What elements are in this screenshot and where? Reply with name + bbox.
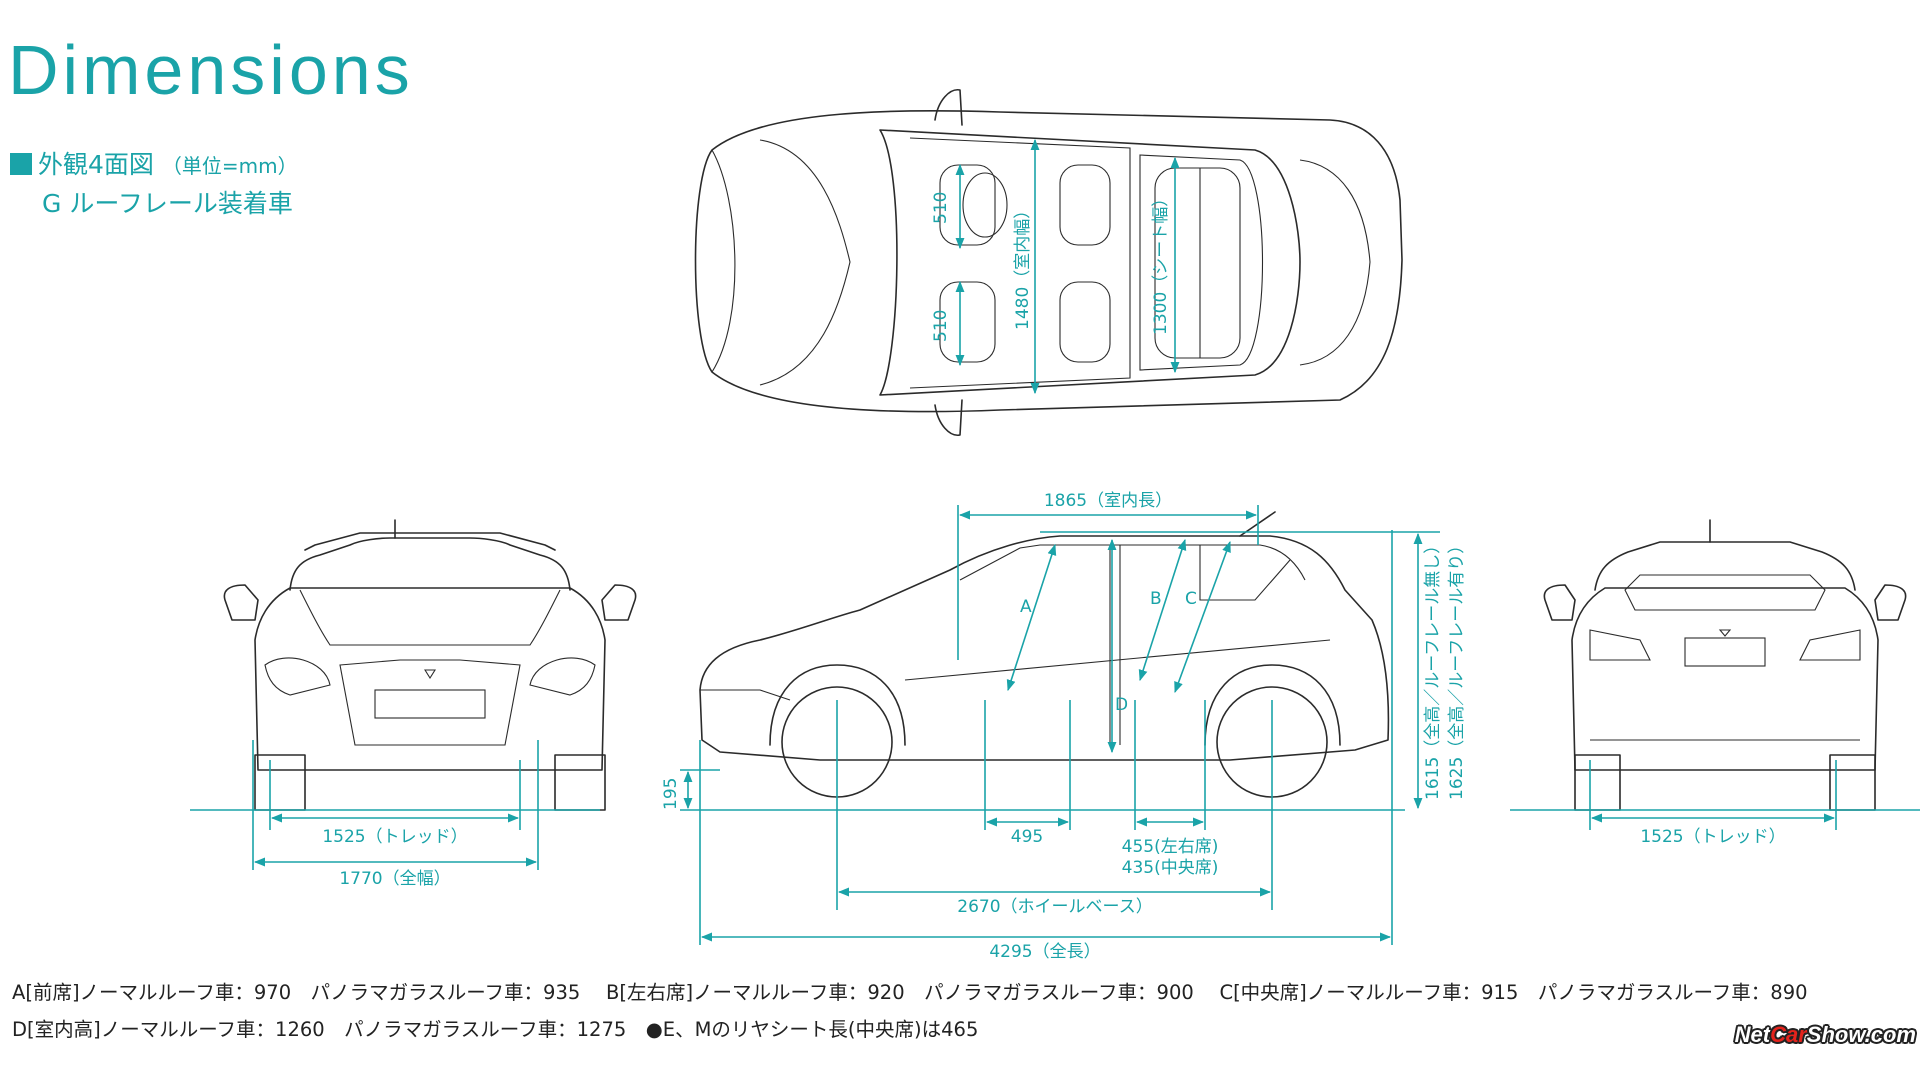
dim-front-seat-width-1: 510	[931, 192, 951, 224]
subtitle-line-1: 外観4面図 （単位=mm）	[10, 146, 298, 185]
watermark-logo: NetCarShow.com	[1734, 1022, 1916, 1047]
top-view-car	[694, 89, 1403, 436]
dim-seat-width: 1300（シート幅）	[1151, 190, 1171, 335]
top-view-dimensions: 510 510 1480（室内幅） 1300（シート幅）	[931, 138, 1180, 395]
dim-rear-seat-1: 455(左右席)	[1122, 837, 1219, 857]
dim-overall-width: 1770（全幅）	[339, 869, 450, 889]
page-title: Dimensions	[8, 31, 414, 109]
dim-rear-seat-2: 435(中央席)	[1122, 858, 1219, 878]
label-b: B	[1150, 589, 1162, 609]
dim-front-seat: 495	[1011, 827, 1043, 847]
subtitle: 外観4面図 （単位=mm） G ルーフレール装着車	[10, 146, 298, 223]
square-bullet-icon	[10, 153, 32, 175]
dim-ground-clearance: 195	[661, 778, 681, 810]
dim-rear-tread: 1525（トレッド）	[1640, 827, 1785, 847]
dim-front-tread: 1525（トレッド）	[322, 827, 467, 847]
label-a: A	[1020, 597, 1032, 617]
subtitle-unit: （単位=mm）	[161, 154, 298, 178]
subtitle-main: 外観4面図	[38, 150, 154, 179]
rear-view-car	[1543, 519, 1907, 811]
front-view-car	[223, 519, 637, 811]
side-view-car	[699, 511, 1390, 798]
dim-cabin-width: 1480（室内幅）	[1013, 202, 1033, 330]
label-d: D	[1115, 695, 1128, 715]
dim-cabin-length: 1865（室内長）	[1044, 491, 1172, 511]
side-view-dimensions: 1865（室内長） A B C D 195 495 455(左右席) 435(中…	[661, 491, 1467, 962]
dim-height-1: 1615（全高／ルーフレール無し）	[1423, 537, 1443, 800]
dim-wheelbase: 2670（ホイールベース）	[957, 897, 1152, 917]
dim-front-seat-width-2: 510	[931, 310, 951, 342]
front-view-dimensions: 1525（トレッド） 1770（全幅）	[190, 740, 600, 889]
subtitle-line-2: G ルーフレール装着車	[42, 189, 293, 218]
footnote-line-1: A[前席]ノーマルルーフ車：970 パノラマガラスルーフ車：935 B[左右席]…	[12, 981, 1808, 1004]
label-c: C	[1185, 589, 1197, 609]
footnote-line-2: D[室内高]ノーマルルーフ車：1260 パノラマガラスルーフ車：1275 ●E、…	[12, 1018, 979, 1041]
footnotes: A[前席]ノーマルルーフ車：970 パノラマガラスルーフ車：935 B[左右席]…	[12, 974, 1808, 1048]
rear-view-dimensions: 1525（トレッド）	[1510, 760, 1920, 847]
dim-overall-length: 4295（全長）	[989, 942, 1100, 962]
dim-height-2: 1625（全高／ルーフレール有り）	[1447, 537, 1467, 800]
